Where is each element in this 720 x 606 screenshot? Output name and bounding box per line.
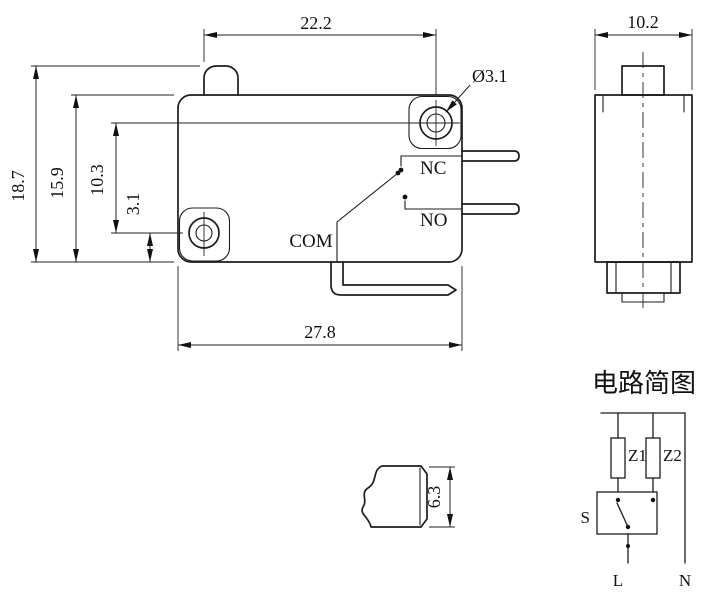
resistor-z2-box [645,437,661,479]
label-neutral: N [679,571,691,590]
dim-text-hole-offset-bottom: 3.1 [123,193,143,216]
front-dimensions: 22.2 Ø3.1 18.7 15.9 10.3 3.1 27.8 [8,13,508,351]
dim-text-body-height: 15.9 [47,167,67,199]
switch-body-outline [177,94,463,263]
front-view: NC NO COM [177,65,520,296]
side-dimensions: 10.2 [594,12,693,90]
mounting-boss-top-right [408,95,462,150]
plunger-profile-with-break-line [361,465,428,528]
dim-text-total-height: 18.7 [8,170,28,202]
side-terminal-tip [621,292,665,303]
switch-pivot-dot [625,524,631,530]
plunger-button [203,65,239,96]
plunger-detail-view: 6.3 [361,465,455,528]
label-nc: NC [420,158,446,179]
label-com: COM [289,231,332,252]
side-view [594,52,693,310]
no-fixed-contact-arm [404,200,463,210]
circuit-diagram: 电路简图 Z1 Z2 S L N [581,369,696,590]
no-contact-dot [402,194,408,200]
switch-lever [616,502,629,528]
leader-line-hole-dia [445,84,471,113]
resistor-z1-box [610,437,626,479]
label-z1: Z1 [628,446,647,465]
nc-contact-dot [398,167,404,173]
lever-tip-dot [395,170,401,176]
label-no: NO [420,210,447,231]
dim-text-hole-spacing-h: 22.2 [300,13,332,33]
label-line: L [613,571,623,590]
wire-junction-dot [626,544,630,548]
dim-text-body-depth: 10.2 [627,12,659,32]
circuit-title: 电路简图 [592,369,696,398]
dim-text-hole-spacing-v: 10.3 [87,164,107,196]
switch-box [596,491,658,535]
side-body-outline [594,94,693,263]
label-switch: S [581,508,590,527]
dim-text-body-width: 27.8 [304,322,336,342]
switch-contact-dot-z1 [615,497,621,503]
label-z2: Z2 [663,446,682,465]
switch-contact-dot-z2 [650,497,656,503]
terminal-pin-nc [461,150,520,162]
common-contact-lever [336,172,399,223]
side-terminal-block [606,261,681,294]
dim-text-hole-diameter: Ø3.1 [472,66,508,86]
terminal-pin-no [461,203,520,215]
terminal-pin-com-bent [330,261,457,296]
dim-text-plunger-width: 6.3 [424,486,444,509]
nc-fixed-contact-arm [400,155,463,167]
mounting-boss-bottom-left [178,207,231,262]
